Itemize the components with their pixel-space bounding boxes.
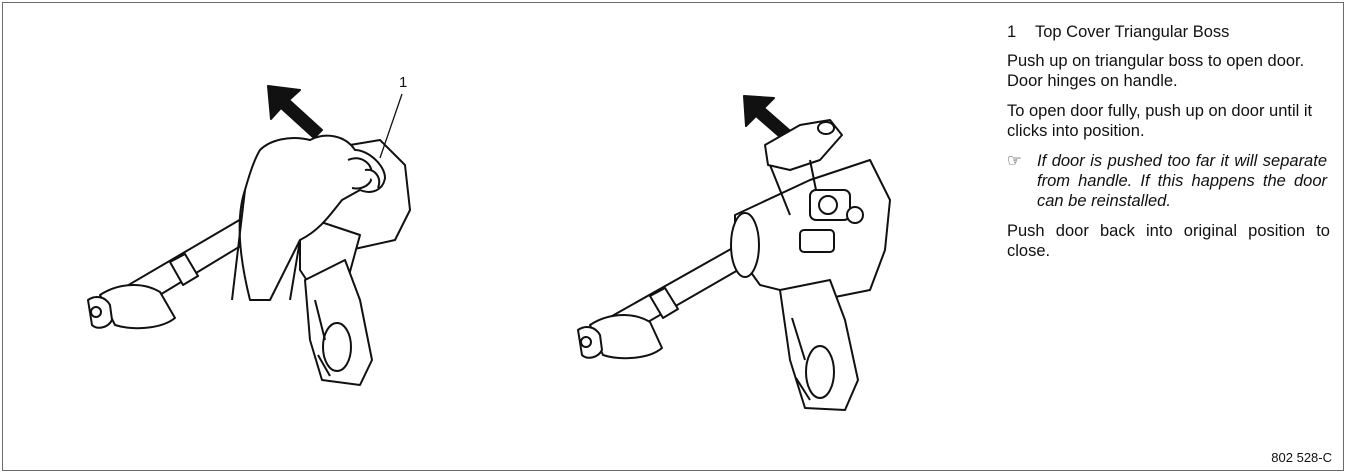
closing-paragraph: Push door back into original position to… [1007, 222, 1330, 260]
instructions-column: 1 Top Cover Triangular Boss Push up on t… [1007, 22, 1330, 271]
note-block: ☞ If door is pushed too far it will sepa… [1007, 151, 1327, 211]
up-left-arrow-icon [267, 85, 323, 139]
instruction-paragraph: To open door fully, push up on door unti… [1007, 102, 1313, 140]
instruction-paragraph: Push up on triangular boss to open door.… [1007, 52, 1305, 90]
callout-number: 1 [399, 74, 408, 91]
document-number: 802 528-C [1271, 450, 1332, 465]
legend-item: 1 Top Cover Triangular Boss [1007, 22, 1327, 42]
legend-number: 1 [1007, 23, 1017, 41]
legend-label: Top Cover Triangular Boss [1035, 23, 1230, 41]
note-text: If door is pushed too far it will separa… [1037, 152, 1327, 210]
pointing-hand-icon: ☞ [1007, 152, 1022, 170]
